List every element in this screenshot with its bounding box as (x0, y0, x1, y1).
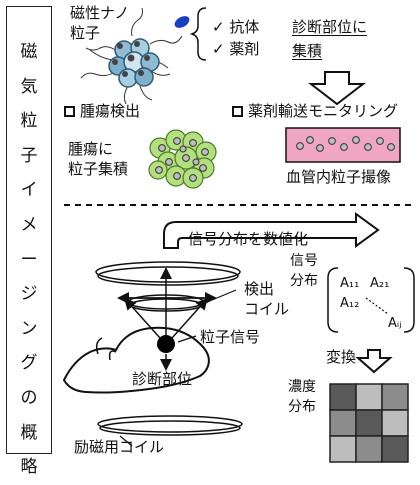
tumor-detection-label: 腫瘍検出 (64, 103, 140, 120)
concentration-line1: 濃度 (288, 379, 316, 395)
quantify-arrow-icon (163, 212, 380, 249)
convert-arrow-icon (355, 349, 393, 374)
detection-coil-line1: 検出 (244, 280, 275, 298)
concentration-cell (329, 383, 357, 411)
concentration-cell (355, 383, 383, 411)
matrix-aij: Aᵢⱼ (388, 316, 402, 331)
diagnosis-site-label: 診断部位 (132, 370, 193, 388)
signal-arrows (117, 267, 217, 340)
tumor-caption-line1: 腫瘍に (68, 140, 114, 158)
conversion-label: 変換 (326, 348, 357, 366)
accumulation-line1: 診断部位に (292, 18, 368, 36)
signal-dist-line1: 信号 (290, 253, 318, 269)
concentration-grid (329, 383, 409, 463)
matrix-a12: A₁₂ (340, 296, 360, 311)
vertical-title-char: 概 (20, 422, 38, 443)
particle-label-line1: 磁性ナノ (70, 4, 130, 22)
vessel-caption: 血管内粒子撮像 (286, 168, 392, 186)
detection-coil-line2: コイル (244, 300, 290, 318)
vertical-title-char: メ (20, 214, 38, 235)
checkbox-square-icon (64, 106, 75, 117)
detection-coil-icon (95, 261, 241, 312)
vertical-title-char: 粒 (20, 111, 38, 132)
signal-dist-line2: 分布 (290, 273, 318, 289)
concentration-line2: 分布 (288, 399, 316, 415)
vertical-title-char: グ (20, 353, 38, 374)
diagram-graphics (62, 7, 415, 463)
vertical-title-char: ン (20, 318, 38, 339)
vertical-title-char: 磁 (20, 42, 38, 62)
matrix-a11: A₁₁ (340, 276, 360, 291)
accumulation-line2: 集積 (292, 42, 323, 60)
drug-monitoring-label: 薬剤輸送モニタリング (232, 103, 398, 120)
concentration-cell (329, 409, 357, 437)
vertical-title-char: 気 (20, 76, 38, 97)
particle-signal-dot (157, 335, 175, 353)
concentration-cell (381, 409, 409, 437)
brace (189, 7, 207, 61)
concentration-cell (329, 435, 357, 463)
concentration-cell (381, 383, 409, 411)
concentration-cell (355, 409, 383, 437)
vertical-title-char: イ (20, 180, 38, 201)
antibody-icon (174, 16, 190, 28)
excitation-coil-label: 励磁用コイル (74, 438, 165, 456)
particle-label-line2: 粒子 (70, 24, 101, 42)
check-antibody: ✓ 抗体 (212, 18, 260, 36)
check-drug: ✓ 薬剤 (212, 40, 260, 58)
checkbox-square-icon (232, 106, 243, 117)
down-arrow-icon (308, 71, 366, 106)
nanoparticle-cluster-icon (80, 7, 183, 105)
matrix-a21: A₂₁ (370, 276, 390, 291)
particle-signal-label: 粒子信号 (200, 328, 261, 346)
tumor-cluster-icon (148, 129, 217, 189)
concentration-cell (355, 435, 383, 463)
tumor-caption-line2: 粒子集積 (68, 160, 129, 178)
matrix-bracket (327, 267, 415, 333)
vertical-title-char: の (20, 387, 38, 408)
vertical-title-char: ジ (20, 284, 38, 305)
quantify-label: 信号分布を数値化 (188, 230, 309, 248)
vertical-title-char: ー (20, 249, 38, 270)
vertical-title-char: 子 (20, 145, 38, 166)
concentration-cell (381, 435, 409, 463)
excitation-coil-icon (97, 415, 243, 436)
blood-vessel-icon (285, 127, 401, 163)
